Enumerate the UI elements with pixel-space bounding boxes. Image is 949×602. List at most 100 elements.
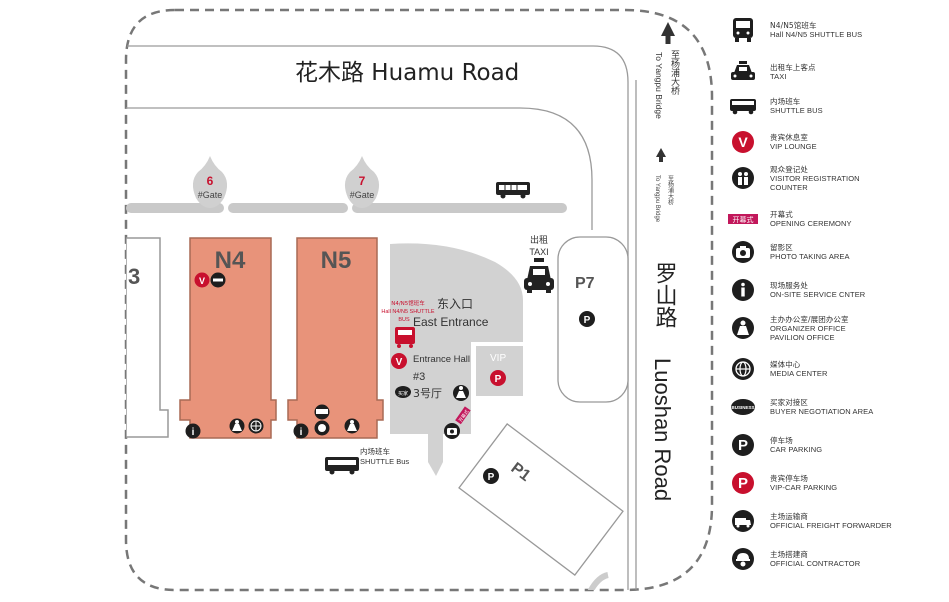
n4-organizer-icon <box>229 418 245 434</box>
luoshan-road-label: 罗山路 Luoshan Road <box>650 262 678 501</box>
hall-n4[interactable] <box>179 237 277 439</box>
venue-map: 6 #Gate 7 #Gate 3 N4 N5 <box>124 8 714 592</box>
legend-vip-parking-en: VIP-CAR PARKING <box>770 483 838 492</box>
legend-vip-lounge-en: VIP LOUNGE <box>770 142 817 151</box>
shuttle-bus-road-icon <box>496 182 530 199</box>
n4-vip-lounge-icon: V <box>194 272 210 288</box>
yangpu-label-top: 至杨浦大桥 <box>669 50 680 96</box>
yangpu-label-small: 至杨浦大桥 <box>667 175 674 206</box>
east-entrance-area[interactable] <box>390 243 523 342</box>
n5-organizer-icon <box>344 418 360 434</box>
legend-vip-parking-zh: 贵宾停车场 <box>770 474 808 483</box>
gate-7-label: #Gate <box>350 190 375 200</box>
vip-label: VIP <box>490 353 506 364</box>
n4-n5-shuttle-bus-icon <box>395 327 415 348</box>
legend-buyer-en: BUYER NEGOTIATION AREA <box>770 407 874 416</box>
gate-7-number: 7 <box>359 174 366 188</box>
gate-6[interactable]: 6 #Gate <box>192 156 228 208</box>
legend-shuttle-en: Hall N4/N5 SHUTTLE BUS <box>770 30 863 39</box>
legend-contractor-en: OFFICIAL CONTRACTOR <box>770 559 861 568</box>
info-icon <box>732 279 754 301</box>
legend-freight-en: OFFICIAL FREIGHT FORWARDER <box>770 521 892 530</box>
media-badge-text: 买家 <box>398 390 408 397</box>
media-center-icon <box>732 358 754 380</box>
legend-visitor-en: VISITOR REGISTRATION <box>770 173 860 183</box>
legend-opening-badge: 开幕式 <box>733 215 754 224</box>
road-curve <box>519 107 593 230</box>
legend-car-parking-en: CAR PARKING <box>770 445 823 454</box>
svg-text:V: V <box>199 276 205 286</box>
shuttle-bus-zh: 内场班车 <box>360 446 390 456</box>
contractor-icon <box>732 548 754 570</box>
parking-p1-icon: P <box>483 468 499 484</box>
parking-p1[interactable] <box>458 423 624 577</box>
hall-n5-label: N5 <box>321 247 352 274</box>
legend-buyer-zh: 买家对接区 <box>770 398 808 407</box>
hall-3[interactable] <box>126 237 169 438</box>
vip-parking-icon: P <box>732 472 754 494</box>
legend-visitor-zh: 观众登记处 <box>770 164 808 174</box>
legend-contractor-zh: 主场搭建商 <box>770 550 808 559</box>
gate-7[interactable]: 7 #Gate <box>344 156 380 208</box>
n5-contractor-icon <box>314 420 330 436</box>
inner-road-left <box>126 203 224 213</box>
taxi-icon <box>524 258 554 293</box>
n4-info-icon: i <box>185 423 201 439</box>
hall-n5[interactable] <box>287 237 384 439</box>
yangpu-arrow-small <box>656 148 666 162</box>
svg-text:V: V <box>738 134 748 150</box>
svg-text:i: i <box>192 427 195 438</box>
yangpu-arrow-top <box>661 22 675 44</box>
svg-text:P: P <box>495 374 502 385</box>
luoshan-road-zh: 罗山路 <box>652 262 678 328</box>
organizer-marker <box>453 385 469 401</box>
huamu-road-edge <box>126 45 629 590</box>
gate-6-label: #Gate <box>198 190 223 200</box>
camera-icon <box>732 241 754 263</box>
inner-road-mid <box>228 203 348 213</box>
legend-photo-zh: 留影区 <box>770 243 793 252</box>
hall3-number: #3 <box>413 371 425 383</box>
svg-text:P: P <box>738 437 748 454</box>
legend-shuttle-zh: N4/N5馆班车 <box>770 21 817 30</box>
legend-visitor-en2: COUNTER <box>770 182 808 192</box>
photo-marker <box>444 423 460 439</box>
taxi-label-en: TAXI <box>529 247 548 257</box>
legend-organizer-zh: 主办办公室/展团办公室 <box>770 314 849 324</box>
shuttle-note-line3: BUS <box>398 317 410 323</box>
visitor-registration-icon <box>732 167 754 189</box>
legend-media-zh: 媒体中心 <box>770 360 801 369</box>
taxi-icon <box>731 61 755 80</box>
east-entrance-zh: 东入口 <box>437 297 473 311</box>
legend-media-en: MEDIA CENTER <box>770 369 828 378</box>
n4-media-icon <box>248 418 264 434</box>
legend-shuttle-bus-zh: 内场班车 <box>770 97 801 106</box>
gate-6-number: 6 <box>207 174 214 188</box>
n5-info-icon: i <box>293 423 309 439</box>
shuttle-bus-bottom-icon <box>325 457 359 475</box>
legend-organizer-en2: PAVILION OFFICE <box>770 332 835 342</box>
shuttle-note-line1: N4/N5馆班车 <box>391 299 425 307</box>
hall-n4-label: N4 <box>215 247 246 274</box>
legend-photo-en: PHOTO TAKING AREA <box>770 252 850 261</box>
legend-taxi-en: TAXI <box>770 72 787 81</box>
yangpu-label-small-en: To Yangpu Bridge <box>654 175 660 223</box>
walkway-arrow <box>428 434 443 476</box>
taxi-label-zh: 出租 <box>530 234 548 246</box>
svg-text:P: P <box>488 472 495 483</box>
legend-taxi-zh: 出租车上客点 <box>770 63 816 72</box>
parking-p7-icon: P <box>579 311 595 327</box>
huamu-road-label: 花木路 Huamu Road <box>295 60 519 86</box>
inner-road-right <box>352 203 567 213</box>
